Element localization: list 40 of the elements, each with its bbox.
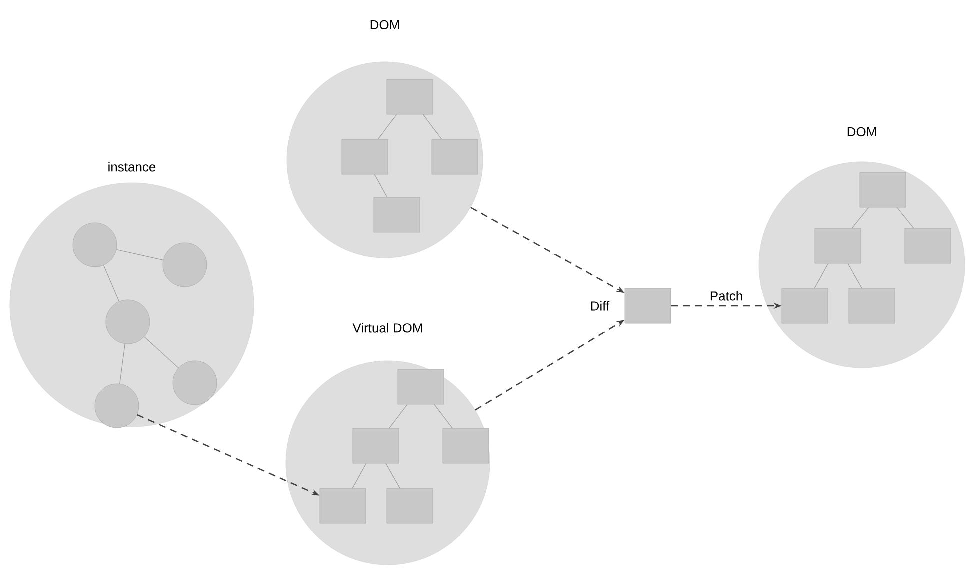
box-node: [814, 228, 862, 264]
connector-line: [378, 114, 398, 140]
connector-line: [374, 174, 388, 198]
edge-label: Patch: [708, 290, 744, 302]
circle-node: [172, 360, 218, 406]
connector-line: [144, 336, 179, 368]
connector-line: [386, 463, 400, 489]
box-node: [352, 428, 400, 464]
box-node: [848, 288, 896, 324]
heading: Virtual DOM: [352, 323, 422, 333]
circle-node: [94, 384, 140, 428]
connector-line: [352, 463, 367, 489]
connector-line: [116, 250, 164, 260]
connector-line: [389, 404, 408, 429]
box-node: [386, 488, 434, 524]
connector-line: [422, 114, 442, 140]
box-node: [398, 369, 444, 405]
box-node: [342, 139, 388, 175]
connector-line: [896, 207, 914, 229]
box-node: [386, 79, 434, 115]
box-node: [442, 428, 490, 464]
box-node: [904, 228, 952, 264]
circle-node: [72, 222, 118, 268]
heading: instance: [108, 162, 156, 172]
circle-node: [106, 300, 150, 344]
connector-line: [814, 263, 829, 289]
box-node: [320, 488, 366, 524]
circle-node: [162, 242, 208, 288]
node-caption: Diff: [591, 301, 610, 311]
heading: DOM: [370, 20, 400, 30]
connector-line: [434, 404, 453, 429]
connector-line: [848, 263, 862, 289]
connector-line: [120, 344, 126, 384]
box-node: [374, 197, 420, 233]
box-node: [432, 139, 478, 175]
connector-line: [103, 265, 120, 302]
connector-line: [852, 207, 870, 229]
heading: DOM: [848, 127, 876, 137]
box-node: [860, 172, 906, 208]
box-node: [782, 288, 828, 324]
